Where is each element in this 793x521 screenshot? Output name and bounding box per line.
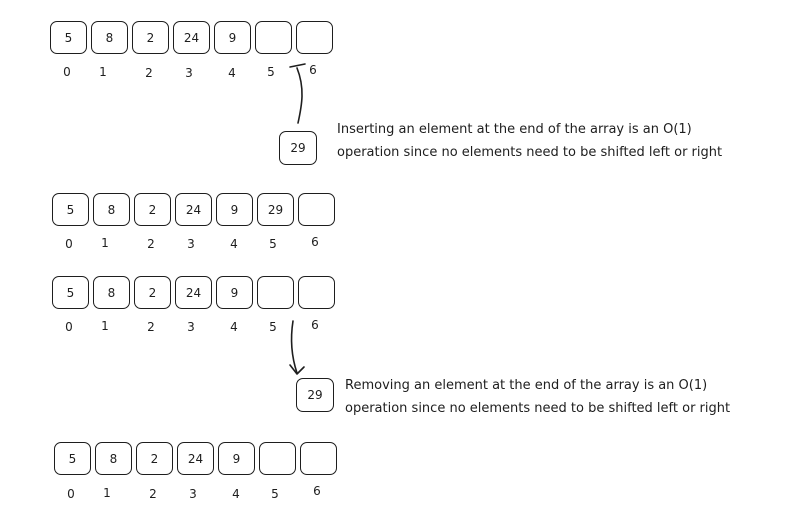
array-cell: 8 — [93, 276, 130, 309]
array-index: 3 — [187, 320, 195, 334]
array-index: 0 — [65, 320, 73, 334]
array-cell — [296, 21, 333, 54]
array-index: 2 — [145, 66, 153, 80]
array-cell: 9 — [218, 442, 255, 475]
array-cell: 5 — [52, 193, 89, 226]
array-index: 2 — [149, 487, 157, 501]
array-cell — [259, 442, 296, 475]
array-cell: 24 — [175, 193, 212, 226]
insert-arrow-head — [289, 63, 306, 68]
array-index: 1 — [101, 319, 109, 333]
array-index: 4 — [228, 66, 236, 80]
insert-arrow — [296, 67, 303, 124]
array-index: 1 — [101, 236, 109, 250]
array-index: 0 — [65, 237, 73, 251]
insert-note: Inserting an element at the end of the a… — [337, 118, 722, 164]
array-index: 1 — [103, 486, 111, 500]
array-cell: 8 — [93, 193, 130, 226]
array-index: 2 — [147, 320, 155, 334]
array-index: 6 — [311, 318, 319, 332]
array-cell — [300, 442, 337, 475]
array-index: 5 — [271, 487, 279, 501]
array-cell: 2 — [134, 276, 171, 309]
array-cell: 9 — [214, 21, 251, 54]
insert-note-line: Inserting an element at the end of the a… — [337, 122, 692, 137]
array-index: 3 — [189, 487, 197, 501]
array-cell: 29 — [257, 193, 294, 226]
array-cell: 24 — [175, 276, 212, 309]
remove-note-line: Removing an element at the end of the ar… — [345, 378, 708, 393]
array-index: 0 — [63, 65, 71, 79]
array-index: 4 — [230, 320, 238, 334]
array-index: 3 — [185, 66, 193, 80]
array-index: 5 — [269, 320, 277, 334]
array-cell: 8 — [95, 442, 132, 475]
array-cell: 24 — [173, 21, 210, 54]
array-cell — [298, 276, 335, 309]
array-cell: 5 — [50, 21, 87, 54]
removed-element: 29 — [296, 378, 334, 412]
array-cell: 8 — [91, 21, 128, 54]
array-index: 3 — [187, 237, 195, 251]
array-cell — [257, 276, 294, 309]
array-index: 2 — [147, 237, 155, 251]
array-cell: 5 — [54, 442, 91, 475]
remove-arrow — [290, 320, 298, 374]
array-index: 5 — [269, 237, 277, 251]
array-cell: 9 — [216, 193, 253, 226]
array-index: 1 — [99, 65, 107, 79]
array-cell: 2 — [134, 193, 171, 226]
array-cell: 2 — [136, 442, 173, 475]
remove-note-line: operation since no elements need to be s… — [345, 401, 731, 416]
array-cell: 24 — [177, 442, 214, 475]
array-cell: 5 — [52, 276, 89, 309]
array-cell — [298, 193, 335, 226]
array-index: 5 — [267, 65, 275, 79]
array-cell: 9 — [216, 276, 253, 309]
array-index: 4 — [230, 237, 238, 251]
array-index: 6 — [309, 63, 317, 77]
array-index: 0 — [67, 487, 75, 501]
array-cell: 2 — [132, 21, 169, 54]
array-index: 4 — [232, 487, 240, 501]
array-index: 6 — [311, 235, 319, 249]
array-index: 6 — [313, 484, 321, 498]
inserted-element: 29 — [279, 131, 317, 165]
remove-arrow-head — [289, 364, 305, 375]
array-cell — [255, 21, 292, 54]
remove-note: Removing an element at the end of the ar… — [345, 374, 730, 420]
insert-note-line: operation since no elements need to be s… — [337, 145, 723, 160]
